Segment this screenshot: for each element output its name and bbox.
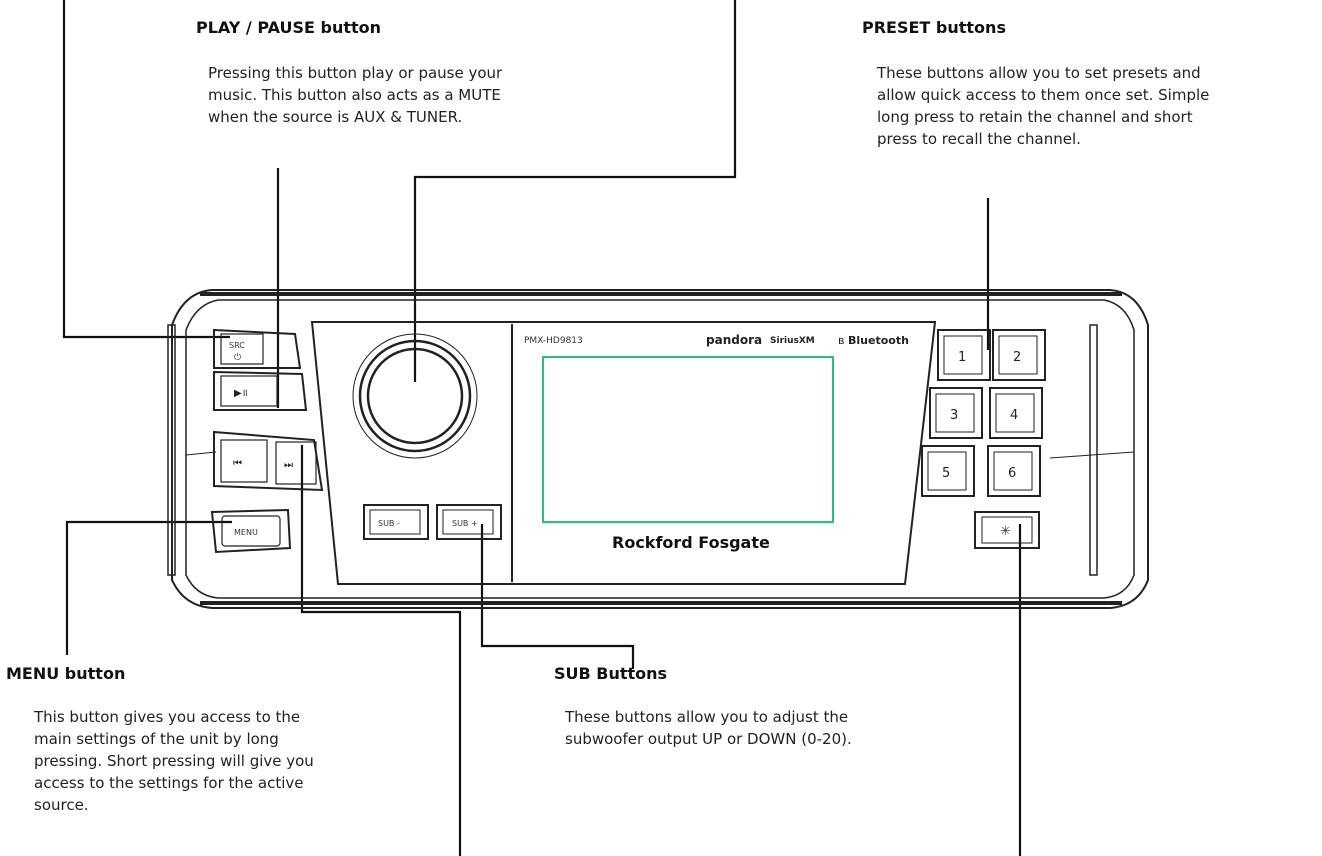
sub-minus-button[interactable]: SUB - [363,504,429,540]
preset-label: 1 [958,350,966,365]
preset-label: 3 [950,408,958,423]
pandora-logo: pandora [706,333,762,347]
seek-buttons: ⏮ ⏭ [213,430,324,492]
preset-buttons: 1 2 3 4 5 6 [921,329,1046,497]
center-panel [310,321,937,585]
right-seam [1049,451,1135,459]
prev-button[interactable] [220,439,268,483]
menu-heading: MENU button [6,664,126,683]
play-pause-icon: ▶॥ [234,388,248,399]
dimmer-button[interactable]: ✳ [974,511,1040,549]
preset-label: 5 [942,466,950,481]
leader-menu [65,520,232,655]
sub-plus-button[interactable]: SUB + [436,504,502,540]
inner-bezel [185,299,1135,599]
play-pause-description: Pressing this button play or pause your … [208,64,503,126]
preset-label: 4 [1010,408,1018,423]
menu-description: This button gives you access to the main… [34,708,314,814]
model-label: PMX-HD9813 [524,336,583,346]
left-seam [185,451,217,456]
sub-description: These buttons allow you to adjust the su… [565,708,852,748]
right-rail [1089,324,1098,576]
svg-text:SUB +: SUB + [452,519,478,528]
preset-button-1[interactable]: 1 [937,329,991,381]
next-icon: ⏭ [284,460,293,471]
bluetooth-logo: Bluetooth [848,334,909,347]
leader-src [62,0,230,339]
outer-bezel [171,289,1149,609]
preset-button-6[interactable]: 6 [987,445,1041,497]
play-pause-button[interactable]: ▶॥ [213,370,308,411]
next-button[interactable] [275,441,317,485]
display-screen [541,355,835,524]
preset-heading: PRESET buttons [862,18,1006,37]
preset-button-5[interactable]: 5 [921,445,975,497]
svg-text:MENU: MENU [234,528,258,537]
volume-knob[interactable] [352,333,478,459]
preset-button-2[interactable]: 2 [992,329,1046,381]
preset-label: 2 [1013,350,1021,365]
head-unit: PMX-HD9813 pandora SiriusXM ʙ Bluetooth … [167,289,1149,609]
leader-sub [480,524,635,669]
svg-text:SRC: SRC [229,341,245,350]
leader-knob [413,0,737,382]
preset-description: These buttons allow you to set presets a… [877,64,1210,148]
leader-seek [300,445,462,856]
prev-icon: ⏮ [233,458,242,469]
left-rail [167,324,176,576]
src-button[interactable]: SRC ⏻ [213,328,302,369]
rockford-logo: Rockford Fosgate [612,533,770,552]
preset-button-3[interactable]: 3 [929,387,983,439]
siriusxm-logo: SiriusXM [770,336,815,346]
menu-button[interactable]: MENU [210,508,292,554]
preset-label: 6 [1008,466,1016,481]
dimmer-icon: ✳ [1000,524,1011,539]
power-icon: ⏻ [234,352,241,363]
preset-button-4[interactable]: 4 [989,387,1043,439]
play-pause-heading: PLAY / PAUSE button [196,18,382,37]
bluetooth-icon: ʙ [838,334,844,347]
sub-heading: SUB Buttons [554,664,668,683]
svg-text:SUB -: SUB - [378,519,400,528]
